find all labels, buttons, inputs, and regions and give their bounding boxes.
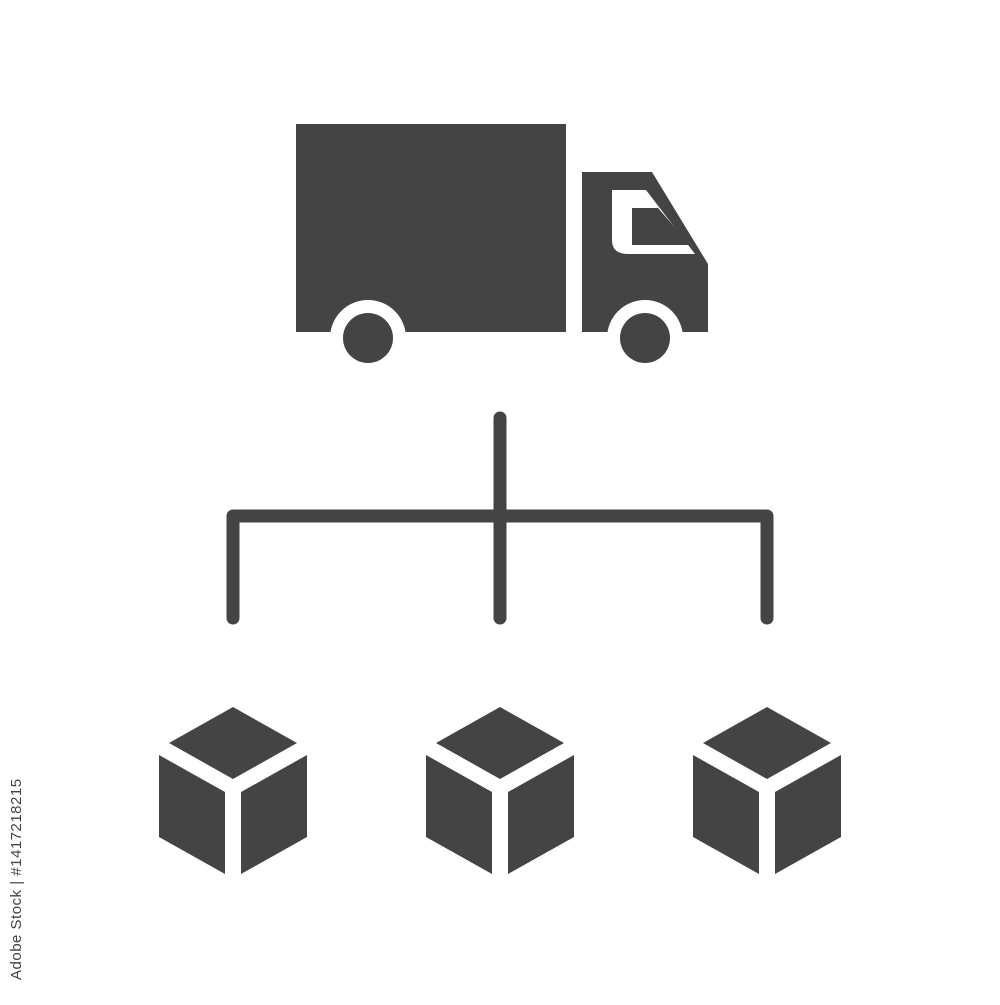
box-icon — [426, 707, 574, 874]
box-top-face — [169, 707, 297, 779]
box-right-face — [241, 755, 307, 874]
stock-image-id: Adobe Stock | #1417218215 — [8, 778, 25, 980]
box-top-face — [436, 707, 564, 779]
tree-branch-line — [226, 509, 774, 625]
delivery-truck-icon — [296, 124, 708, 376]
front-wheel — [620, 313, 670, 363]
truck-cargo-box — [296, 124, 566, 332]
truck-window — [632, 208, 690, 245]
box-icon — [693, 707, 841, 874]
box-left-face — [159, 755, 225, 874]
distribution-tree-icon — [226, 411, 774, 625]
box-left-face — [693, 755, 759, 874]
box-left-face — [426, 755, 492, 874]
box-right-face — [508, 755, 574, 874]
rear-wheel — [343, 313, 393, 363]
box-top-face — [703, 707, 831, 779]
box-icon — [159, 707, 307, 874]
box-right-face — [775, 755, 841, 874]
